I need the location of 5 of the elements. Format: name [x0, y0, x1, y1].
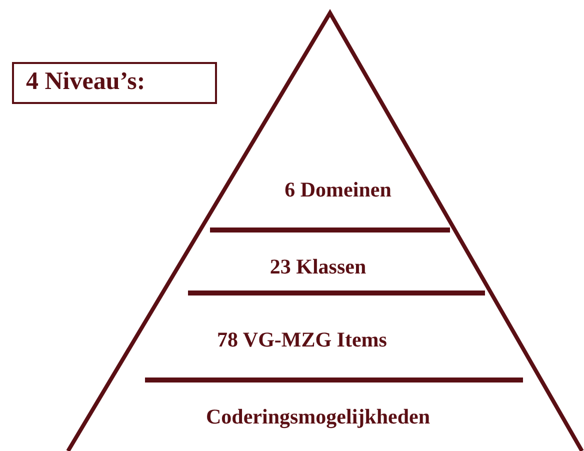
heading-box: 4 Niveau’s: — [12, 62, 217, 104]
level-label: 23 Klassen — [270, 255, 366, 279]
level-label: Coderingsmogelijkheden — [206, 405, 430, 429]
level-label: 6 Domeinen — [284, 178, 392, 202]
level-label: 78 VG-MZG Items — [217, 328, 387, 352]
